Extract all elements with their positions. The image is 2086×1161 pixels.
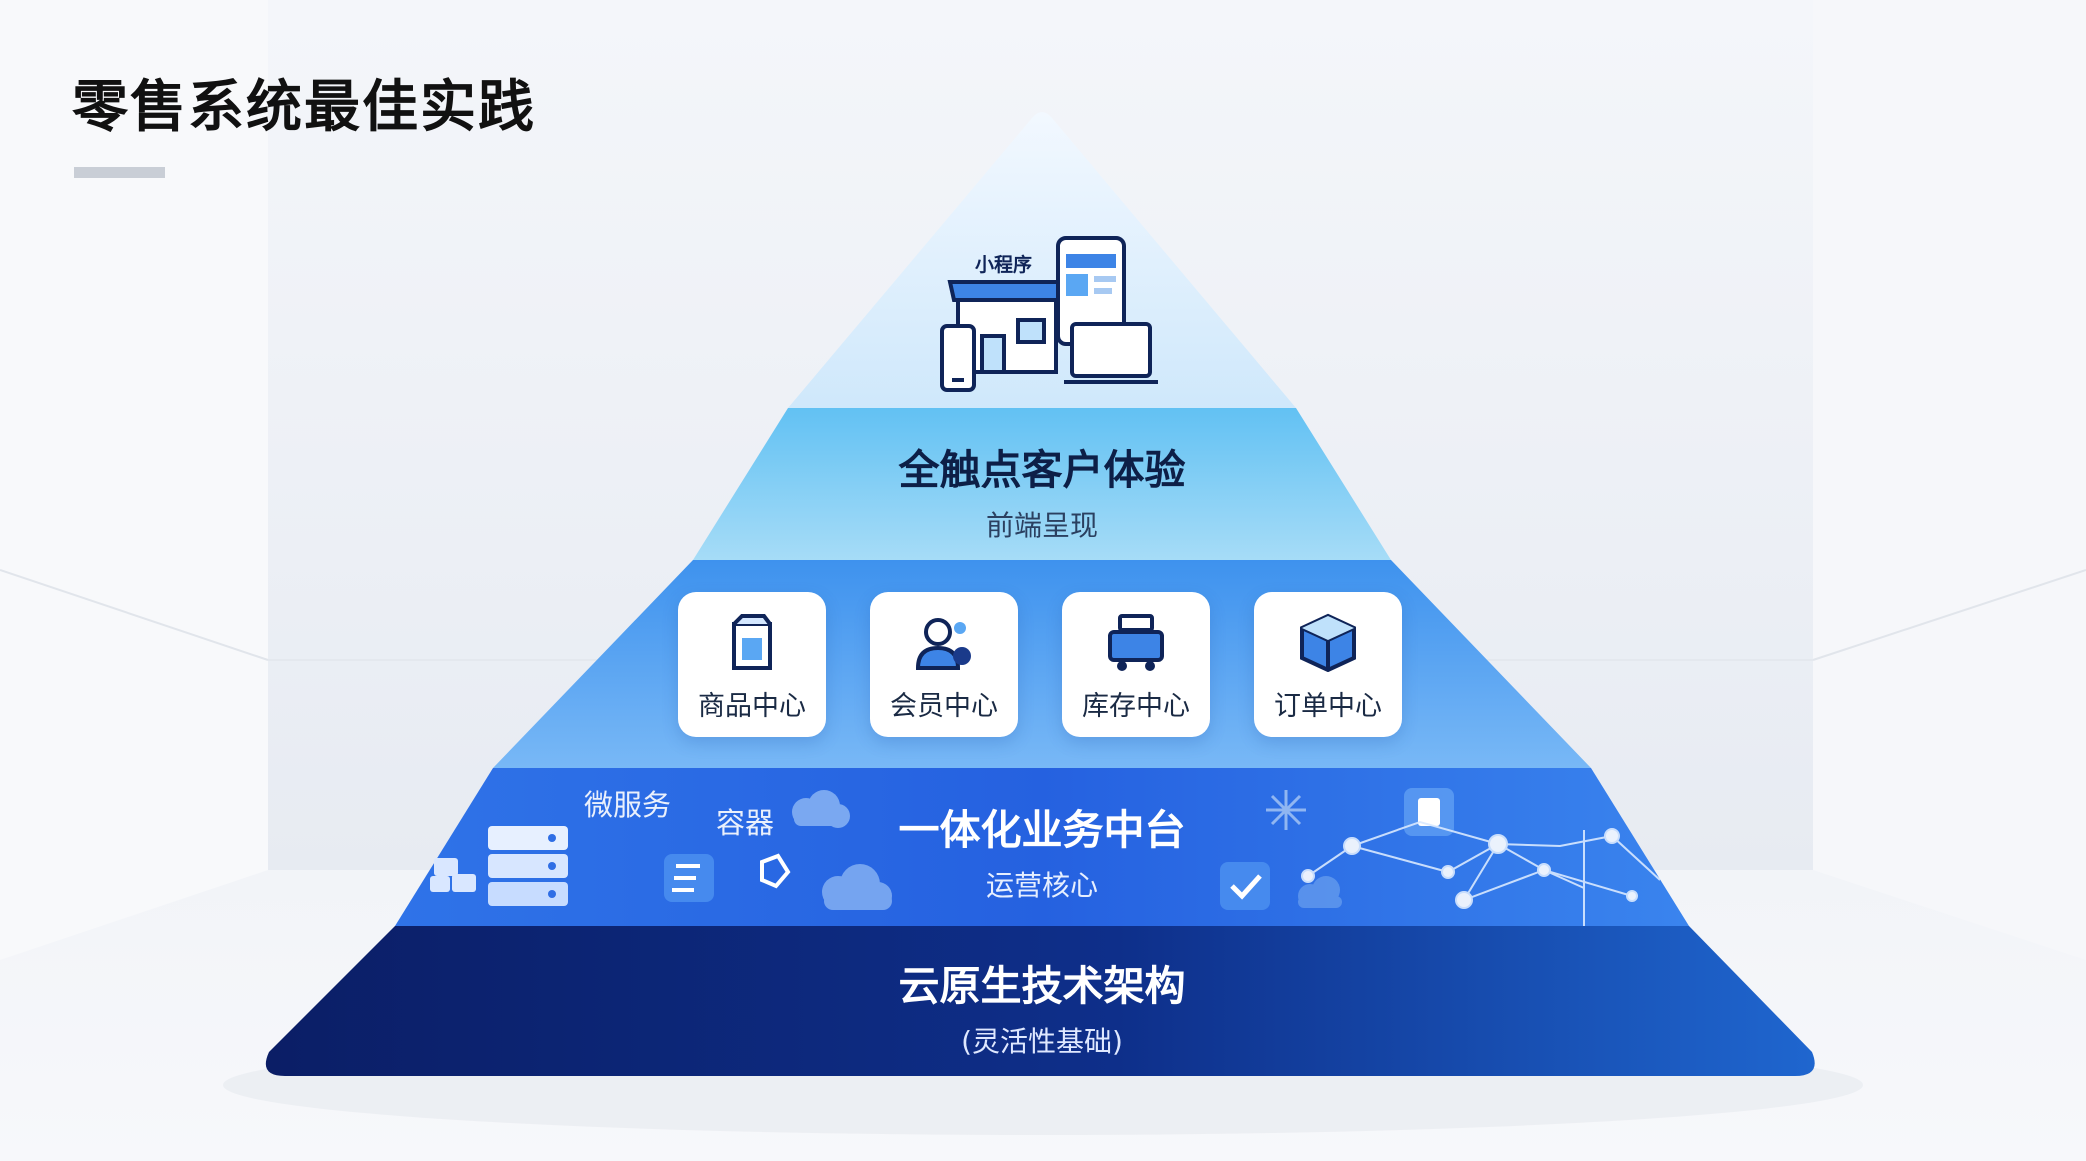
page-title: 零售系统最佳实践 [72, 75, 536, 140]
inventory-cart-icon [1108, 614, 1164, 671]
foundation-subtitle: (灵活性基础) [961, 1025, 1123, 1058]
operations-layer-label: 一体化业务中台 运营核心 [692, 796, 1392, 904]
center-card-label: 订单中心 [1274, 691, 1382, 722]
cloud-icon [1298, 876, 1342, 908]
order-box-icon [1300, 613, 1356, 672]
member-icon [915, 618, 971, 670]
center-card-product[interactable]: 商品中心 [678, 592, 826, 737]
server-icon [488, 826, 568, 906]
tag-icon [760, 853, 791, 889]
pyramid-top-tier [788, 112, 1296, 408]
snowflake-icon [1266, 790, 1306, 830]
pyramid-centers-tier [493, 560, 1591, 768]
center-card-inventory[interactable]: 库存中心 [1062, 592, 1210, 737]
list-icon [664, 854, 714, 902]
container-label: 容器 [716, 806, 775, 840]
monitor-icon [1064, 322, 1158, 384]
microservice-label: 微服务 [584, 788, 672, 822]
pyramid-experience-tier [693, 408, 1391, 560]
tablet-icon [1056, 236, 1126, 346]
stacked-boxes-icon [430, 858, 476, 892]
cloud-icon [792, 790, 850, 828]
experience-title: 全触点客户体验 [898, 446, 1186, 494]
operations-title: 一体化业务中台 [898, 806, 1186, 854]
cloud-icon [822, 864, 892, 910]
foundation-layer-label: 云原生技术架构 (灵活性基础) [692, 952, 1392, 1060]
check-icon [1220, 862, 1270, 910]
experience-layer-label: 全触点客户体验 前端呈现 [692, 436, 1392, 544]
operations-subtitle: 运营核心 [985, 869, 1098, 902]
center-card-label: 商品中心 [698, 691, 806, 722]
center-card-label: 会员中心 [890, 691, 998, 722]
foundation-title: 云原生技术架构 [898, 962, 1186, 1010]
center-card-order[interactable]: 订单中心 [1254, 592, 1402, 737]
center-card-label: 库存中心 [1082, 691, 1190, 722]
network-nodes-icon [1301, 820, 1661, 926]
experience-subtitle: 前端呈现 [985, 509, 1098, 542]
title-underline [74, 167, 165, 178]
mini-program-badge: 小程序 [975, 254, 1033, 276]
pyramid-operations-tier [395, 768, 1689, 926]
pyramid-foundation-tier [265, 926, 1815, 1076]
center-card-member[interactable]: 会员中心 [870, 592, 1018, 737]
product-package-icon [732, 614, 772, 670]
smartphone-icon [940, 324, 976, 392]
